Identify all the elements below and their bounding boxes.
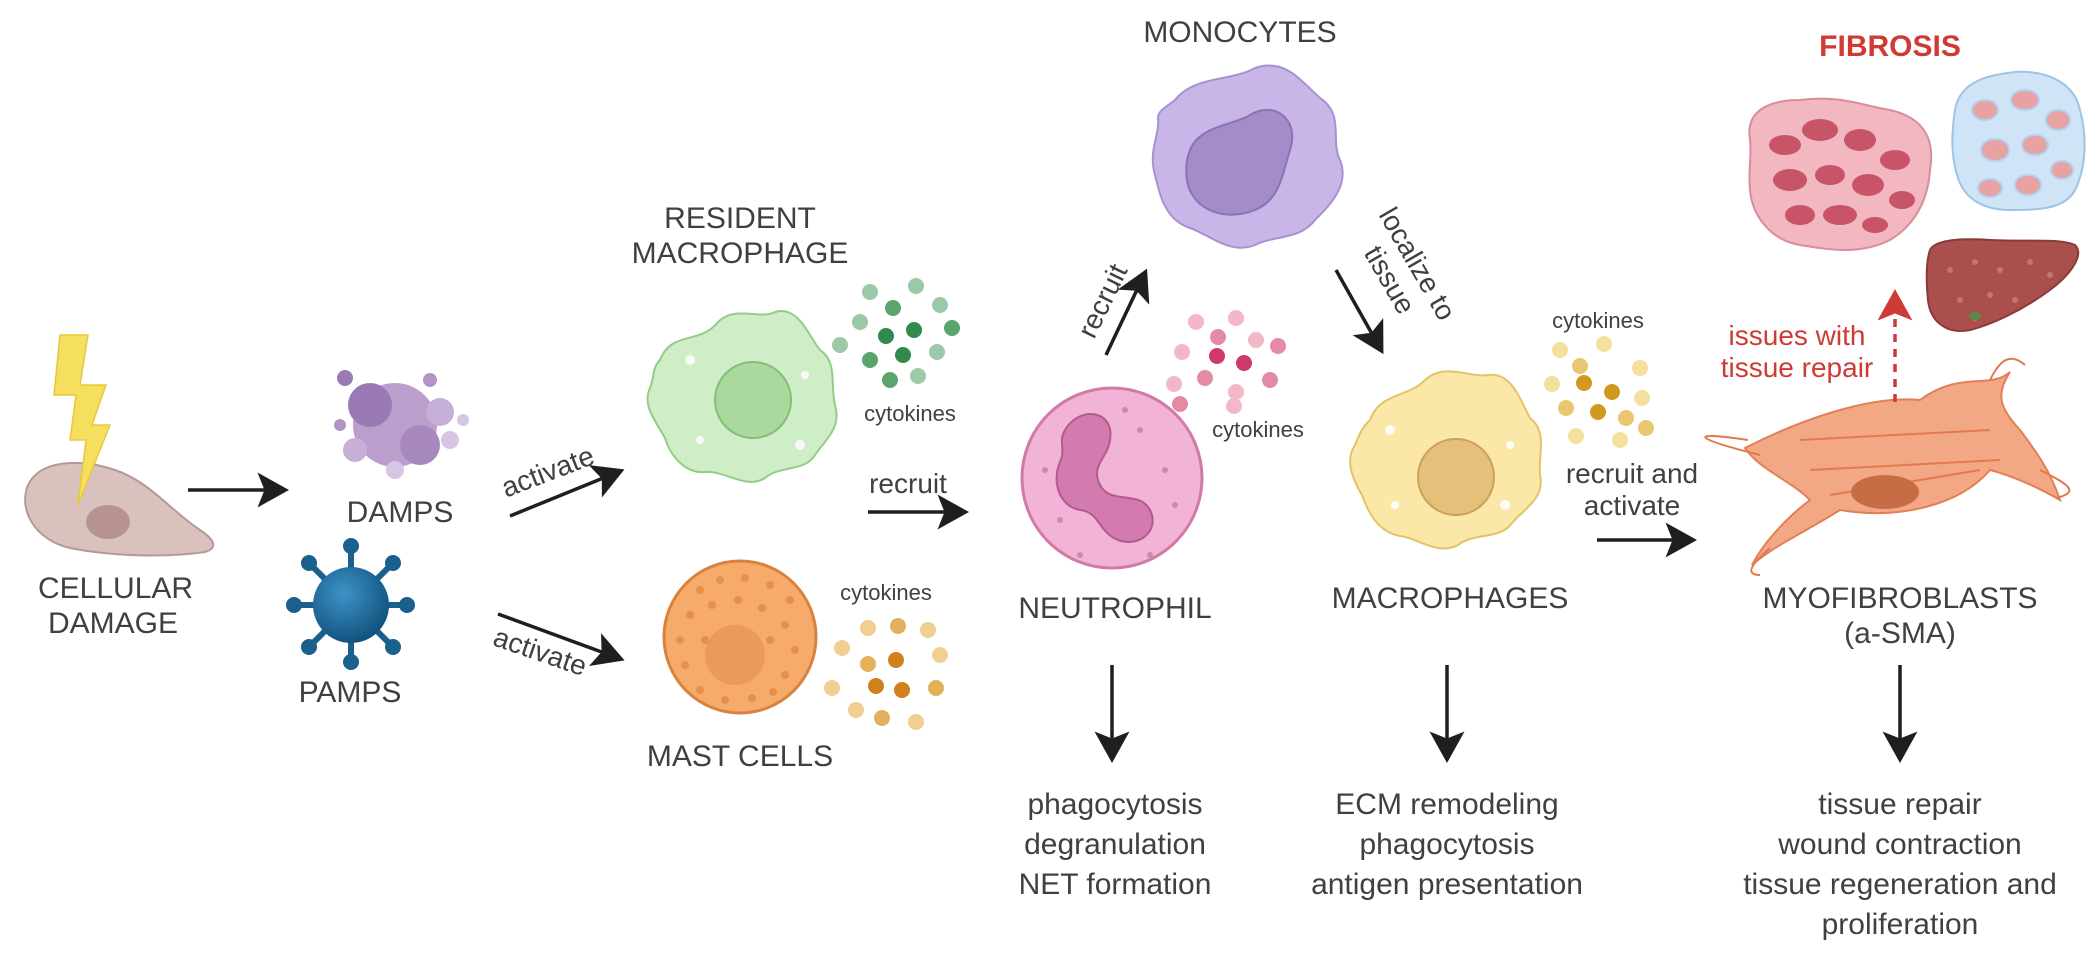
neutrophil-label: NEUTROPHIL <box>1018 592 1212 625</box>
resident-cytokines-icon <box>832 278 960 388</box>
neutrophil-function-item: NET formation <box>1018 868 1212 901</box>
fibrotic-tissue-icon <box>1748 97 1933 251</box>
myofibroblast-function-item: proliferation <box>1821 908 1979 941</box>
neutrophil-cell <box>1020 386 1204 570</box>
myofibroblast-function-item: wound contraction <box>1778 828 2022 861</box>
myofibroblasts-line-1: MYOFIBROBLASTS <box>1762 582 2038 615</box>
macrophage-function-item: phagocytosis <box>1359 828 1535 861</box>
pamps-virus-icon <box>286 538 415 670</box>
recruit-activate-label: recruit and activate <box>1552 458 1712 522</box>
mast-cells-label: MAST CELLS <box>646 740 834 773</box>
recruit-activate-line-1: recruit and <box>1565 458 1699 489</box>
resident-macrophage-line-1: RESIDENT <box>664 202 816 235</box>
issues-line-1: issues with <box>1728 320 1866 351</box>
recruit-activate-line-2: activate <box>1583 490 1681 522</box>
myofibroblast-functions: tissue repair wound contraction tissue r… <box>1710 785 2090 945</box>
arrow-localize-tissue <box>1334 269 1384 355</box>
myofibroblasts-label: MYOFIBROBLASTS (a-SMA) <box>1750 582 2050 651</box>
macrophage-function-item: ECM remodeling <box>1335 788 1559 821</box>
cellular-damage-line-1: CELLULAR <box>38 572 194 605</box>
macrophage-cytokines-label: cytokines <box>1552 308 1644 333</box>
arrow-recruit-monocytes <box>1104 268 1150 356</box>
neutrophil-functions: phagocytosis degranulation NET formation <box>980 785 1250 905</box>
mast-cytokines-label: cytokines <box>840 580 932 605</box>
resident-macrophage-cell <box>646 309 838 483</box>
arrow-activate-resident <box>509 465 625 518</box>
damps-label: DAMPS <box>346 496 454 529</box>
damps-icon <box>334 370 469 479</box>
connective-tissue-icon <box>1951 70 2086 212</box>
pamps-label: PAMPS <box>298 676 402 709</box>
neutrophil-cytokines-icon <box>1166 310 1286 414</box>
resident-macrophage-label: RESIDENT MACROPHAGE <box>620 202 860 271</box>
macrophage-cytokines-icon <box>1544 336 1654 448</box>
neutrophil-function-item: phagocytosis <box>1027 788 1203 821</box>
neutrophil-function-item: degranulation <box>1024 828 1206 861</box>
issues-tissue-repair-label: issues with tissue repair <box>1702 320 1892 384</box>
resident-cytokines-label: cytokines <box>864 401 956 426</box>
mast-cytokines-icon <box>824 618 948 730</box>
macrophage-function-item: antigen presentation <box>1311 868 1583 901</box>
myofibroblasts-line-2: (a-SMA) <box>1844 616 1956 650</box>
recruit-neutrophil-label: recruit <box>869 468 947 499</box>
macrophage-functions: ECM remodeling phagocytosis antigen pres… <box>1282 785 1612 905</box>
lightning-bolt-icon <box>53 334 112 506</box>
neutrophil-cytokines-label: cytokines <box>1212 417 1304 442</box>
damaged-cell-icon <box>24 461 215 557</box>
cellular-damage-label: CELLULAR DAMAGE <box>38 572 194 641</box>
myofibroblast-cell <box>1704 357 2071 576</box>
issues-line-2: tissue repair <box>1720 352 1874 384</box>
myofibroblast-function-item: tissue regeneration and <box>1743 868 2057 901</box>
monocyte-cell <box>1151 64 1344 249</box>
monocytes-label: MONOCYTES <box>1143 16 1337 49</box>
myofibroblast-function-item: tissue repair <box>1818 788 1982 821</box>
resident-macrophage-line-2: MACROPHAGE <box>631 236 849 270</box>
cellular-damage-line-2: DAMAGE <box>47 606 179 640</box>
macrophage-cell <box>1349 370 1542 550</box>
macrophages-label: MACROPHAGES <box>1331 582 1569 615</box>
arrow-activate-mast <box>497 612 625 666</box>
fibrosis-label: FIBROSIS <box>1819 30 1961 63</box>
mast-cell <box>662 559 818 715</box>
fibrotic-liver-icon <box>1925 238 2080 332</box>
